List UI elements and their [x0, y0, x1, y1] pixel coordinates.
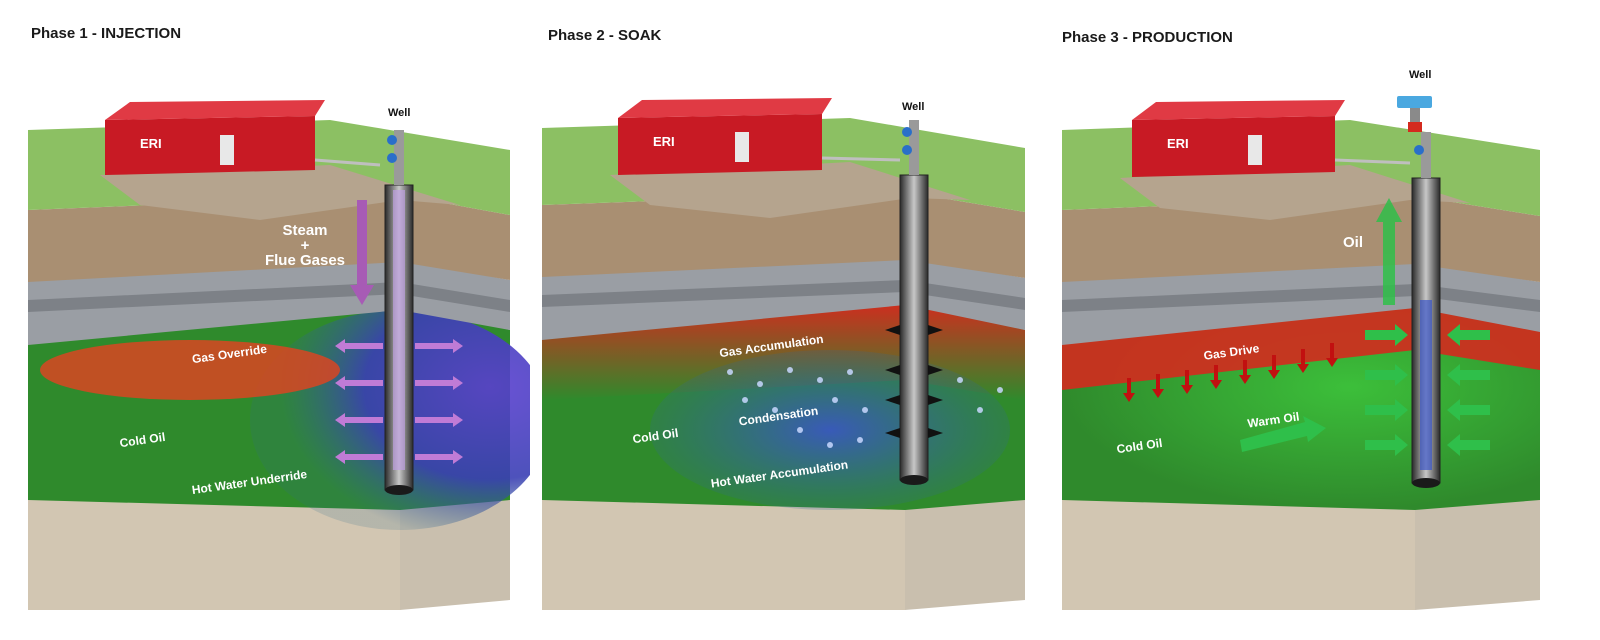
production-up-arrow: [1376, 198, 1402, 305]
gas-drive-arrows: [1123, 343, 1338, 402]
building: ERI: [105, 100, 325, 175]
gas-override-zone: [40, 340, 340, 400]
injection-lateral-arrows: [335, 339, 463, 464]
building: ERI: [1132, 100, 1345, 177]
phase-1-diagram: ERI Well Steam + Flue Gases Gas Override…: [28, 100, 530, 610]
building-logo: ERI: [140, 136, 162, 151]
building-logo: ERI: [1167, 136, 1189, 151]
warm-oil-arrow: [1240, 416, 1326, 452]
pump-head: [1397, 96, 1432, 178]
wellhead: [387, 130, 404, 185]
building: ERI: [618, 98, 832, 175]
well-label: Well: [388, 107, 410, 119]
cold-oil-label: Cold Oil: [632, 426, 680, 446]
surface-pad: [100, 165, 460, 220]
cold-oil-label: Cold Oil: [1116, 436, 1164, 456]
phase-3-title: Phase 3 - PRODUCTION: [1062, 29, 1233, 46]
wellhead: [902, 120, 919, 175]
phase-2-diagram: ERI Well Gas Accumulation Condensation C…: [542, 98, 1025, 610]
phase-3-diagram: ERI Well Oil Gas Drive Warm: [1062, 69, 1540, 610]
surface-pad: [610, 162, 970, 218]
well-casing: [899, 174, 929, 481]
surface-pad: [1120, 165, 1470, 220]
steam-label: Steam: [282, 222, 327, 239]
perforation-spikes: [885, 325, 943, 438]
flue-gases-label: Flue Gases: [265, 252, 345, 269]
phase-2-title: Phase 2 - SOAK: [548, 27, 662, 44]
injection-arrow: [350, 200, 374, 305]
well-label: Well: [902, 101, 924, 113]
phase-1-title: Phase 1 - INJECTION: [31, 25, 182, 42]
building-logo: ERI: [653, 134, 675, 149]
well-label: Well: [1409, 69, 1431, 81]
condensation-zone: [650, 350, 1010, 510]
plus-label: +: [301, 237, 310, 254]
condensation-droplets: [727, 367, 1003, 448]
cold-oil-label: Cold Oil: [119, 430, 167, 450]
oil-flow-label: Oil: [1343, 234, 1363, 251]
inflow-arrows: [1365, 324, 1490, 456]
